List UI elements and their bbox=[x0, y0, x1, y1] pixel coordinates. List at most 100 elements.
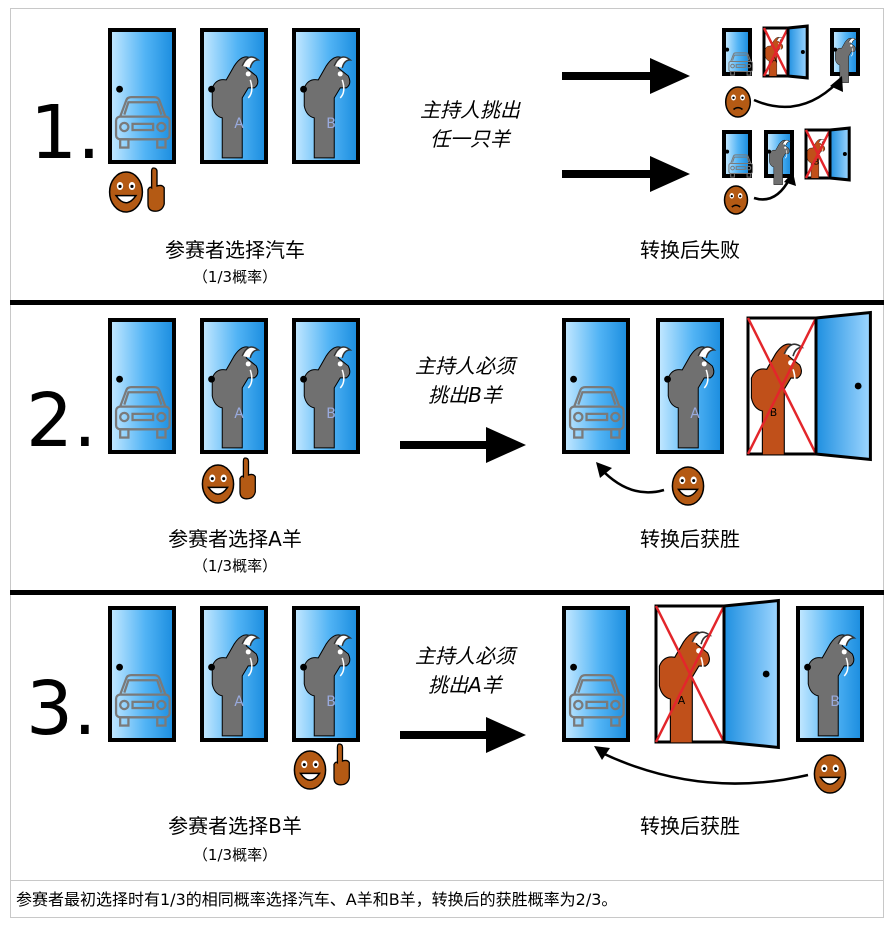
swung-door bbox=[722, 598, 780, 750]
car-icon bbox=[728, 154, 754, 178]
door-knob bbox=[800, 50, 805, 54]
open-door: B bbox=[746, 310, 872, 462]
cross-line bbox=[654, 605, 726, 743]
door-knob bbox=[300, 663, 307, 671]
cross-line bbox=[762, 27, 790, 77]
goat-letter: B bbox=[814, 158, 820, 167]
goat-icon: B bbox=[303, 346, 353, 449]
host-action-line: 任一只羊 bbox=[430, 127, 510, 151]
door-knob bbox=[116, 375, 123, 383]
car-icon bbox=[114, 385, 171, 439]
goat-letter: B bbox=[830, 694, 840, 710]
probability-label: （1/3概率） bbox=[192, 557, 278, 575]
host-action-line: 挑出B羊 bbox=[428, 383, 502, 407]
door bbox=[722, 130, 754, 178]
door-knob bbox=[664, 375, 671, 383]
goat-letter: B bbox=[326, 116, 336, 132]
switch-arrowheads bbox=[594, 76, 843, 760]
goat-letter: A bbox=[678, 694, 686, 707]
sad-face-icon bbox=[723, 185, 749, 215]
door: A bbox=[200, 318, 268, 454]
choice-label: 参赛者选择A羊 bbox=[168, 527, 302, 551]
arrowhead bbox=[596, 462, 612, 478]
switch-arrow bbox=[599, 467, 665, 494]
swung-door bbox=[828, 126, 851, 182]
door bbox=[108, 28, 176, 164]
goat-letter: B bbox=[326, 694, 336, 710]
open-door: A bbox=[654, 598, 780, 750]
open-door: A bbox=[762, 24, 809, 80]
door-knob bbox=[725, 47, 730, 52]
row-number: 3. bbox=[26, 666, 97, 752]
car-icon bbox=[728, 52, 754, 76]
happy-face-icon bbox=[293, 750, 327, 790]
swung-door bbox=[814, 310, 872, 462]
door bbox=[108, 318, 176, 454]
door bbox=[562, 318, 630, 454]
arrow bbox=[400, 427, 526, 463]
result-label: 转换后获胜 bbox=[640, 527, 740, 551]
goat-letter: B bbox=[326, 406, 336, 422]
door bbox=[830, 28, 860, 83]
car-icon bbox=[568, 673, 625, 727]
host-action-line: 主持人挑出 bbox=[420, 98, 520, 122]
goat-letter: A bbox=[234, 694, 244, 710]
door-knob bbox=[842, 152, 847, 156]
result-label: 转换后失败 bbox=[640, 238, 740, 262]
arrowhead bbox=[830, 76, 843, 92]
goat-icon: A bbox=[211, 56, 261, 159]
sad-face-icon bbox=[724, 86, 752, 118]
arrow bbox=[562, 58, 690, 94]
door bbox=[722, 28, 754, 76]
door-knob bbox=[570, 663, 577, 671]
host-action-line: 主持人必须 bbox=[415, 354, 515, 378]
door-panel bbox=[726, 32, 748, 72]
door: B bbox=[292, 318, 360, 454]
door-knob bbox=[762, 670, 770, 678]
goat-letter: B bbox=[770, 406, 777, 419]
probability-label: （1/3概率） bbox=[192, 846, 278, 864]
switch-arrow bbox=[753, 177, 792, 201]
cross-line bbox=[746, 317, 818, 455]
arrow bbox=[400, 717, 526, 753]
row-divider bbox=[10, 590, 884, 595]
happy-face-icon bbox=[108, 171, 144, 213]
choice-label: 参赛者选择B羊 bbox=[168, 814, 302, 838]
figure-caption: 参赛者最初选择时有1/3的相同概率选择汽车、A羊和B羊，转换后的获胜概率为2/3… bbox=[10, 880, 884, 918]
door-knob bbox=[208, 663, 215, 671]
open-door: B bbox=[804, 126, 851, 182]
probability-label: （1/3概率） bbox=[192, 268, 278, 286]
choice-label: 参赛者选择汽车 bbox=[165, 238, 305, 262]
figure-frame bbox=[10, 8, 884, 918]
arrowhead bbox=[594, 746, 610, 760]
door-knob bbox=[116, 663, 123, 671]
door bbox=[108, 606, 176, 742]
pointing-hand-icon bbox=[239, 457, 256, 500]
swung-door bbox=[786, 24, 809, 80]
door-knob bbox=[833, 47, 838, 52]
arrow bbox=[562, 156, 690, 192]
goat-letter: A bbox=[772, 56, 778, 65]
door: A bbox=[200, 28, 268, 164]
door-knob bbox=[116, 85, 123, 93]
switch-arrow bbox=[753, 81, 839, 109]
pointing-hand-icon bbox=[333, 743, 350, 786]
door-knob bbox=[725, 149, 730, 154]
door: A bbox=[200, 606, 268, 742]
pointing-hand-icon bbox=[147, 167, 165, 212]
door-knob bbox=[300, 85, 307, 93]
door: A bbox=[656, 318, 724, 454]
result-label: 转换后获胜 bbox=[640, 814, 740, 838]
happy-face-icon bbox=[201, 464, 235, 504]
cross-line bbox=[804, 129, 832, 179]
door: B bbox=[292, 606, 360, 742]
goat-icon: A bbox=[211, 346, 261, 449]
car-icon bbox=[568, 385, 625, 439]
door-knob bbox=[300, 375, 307, 383]
host-action-line: 挑出A羊 bbox=[428, 673, 502, 697]
goat-letter: A bbox=[234, 116, 244, 132]
door-knob bbox=[570, 375, 577, 383]
door bbox=[562, 606, 630, 742]
happy-face-icon bbox=[813, 754, 847, 794]
